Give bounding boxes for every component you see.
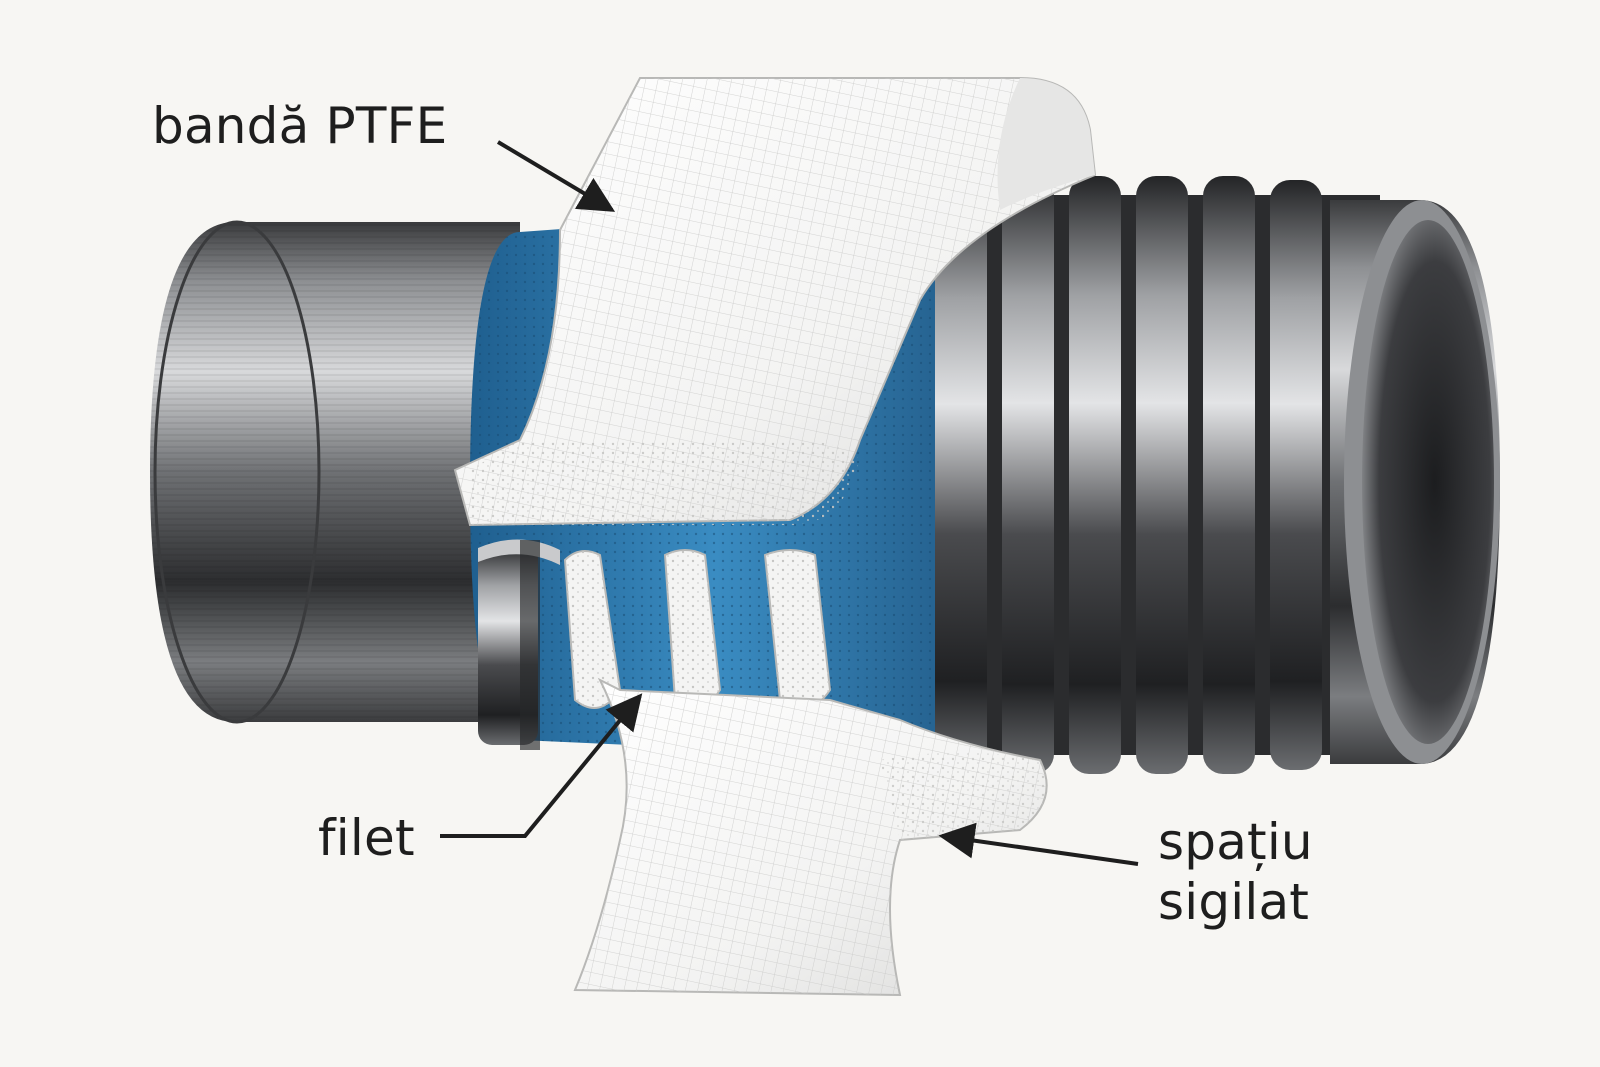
- label-ptfe-tape: bandă PTFE: [152, 97, 448, 155]
- thread-ridges-left: [478, 539, 560, 750]
- arrow-sealed-gap: [938, 822, 1139, 866]
- arrow-thread: [440, 693, 643, 838]
- pipe-body-left: [150, 220, 520, 724]
- label-sealed-gap: spațiu sigilat: [1158, 812, 1313, 932]
- ptfe-tape-strips: [563, 549, 832, 709]
- label-sealed-gap-line2: sigilat: [1158, 873, 1310, 931]
- ptfe-tape-lower: [573, 677, 1048, 997]
- label-sealed-gap-line1: spațiu: [1158, 813, 1313, 871]
- arrow-tape: [496, 140, 616, 212]
- label-thread: filet: [318, 809, 415, 867]
- threaded-section-right: [935, 176, 1500, 774]
